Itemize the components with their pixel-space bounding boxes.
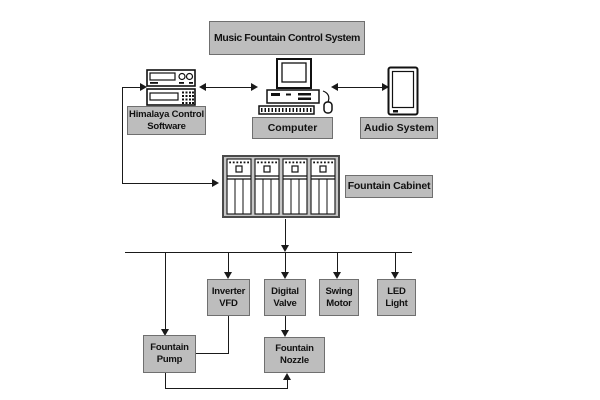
node-audio-system: Audio System xyxy=(360,117,438,139)
node-fountain-nozzle: Fountain Nozzle xyxy=(264,337,325,373)
speaker-icon xyxy=(387,66,419,121)
arrowhead-into-cabinet xyxy=(212,179,219,187)
arrowhead-into-bus xyxy=(281,245,289,252)
node-himalaya-software: Himalaya Control Software xyxy=(127,106,206,135)
drop-to-valve xyxy=(285,252,287,273)
node-label-led-light: LED Light xyxy=(385,285,408,309)
arrowhead-into-inverter xyxy=(224,272,232,279)
connector-vfd-to-pump xyxy=(196,353,229,355)
connector-computer-audio xyxy=(337,87,382,89)
connector-vfd-down xyxy=(228,315,230,354)
desktop-computer-icon xyxy=(256,58,336,121)
rack-controller-icon xyxy=(146,69,196,111)
connector-pump-down xyxy=(165,373,167,389)
distribution-bus-line xyxy=(125,252,412,254)
arrowhead-to-computer xyxy=(251,83,258,91)
connector-himalaya-computer xyxy=(205,87,251,89)
node-label-inverter-vfd: Inverter VFD xyxy=(211,285,246,309)
node-label-himalaya-software: Himalaya Control Software xyxy=(129,108,204,132)
arrowhead-into-nozzle-top xyxy=(281,330,289,337)
node-label-fountain-cabinet: Fountain Cabinet xyxy=(347,180,431,193)
arrowhead-to-computer-2 xyxy=(331,83,338,91)
drop-to-swing xyxy=(337,252,339,273)
node-label-swing-motor: Swing Motor xyxy=(325,285,353,309)
connector-branch-vertical xyxy=(122,87,124,184)
node-digital-valve: Digital Valve xyxy=(264,279,306,316)
connector-cabinet-to-bus xyxy=(285,219,287,246)
drop-to-pump xyxy=(165,252,167,329)
node-led-light: LED Light xyxy=(377,279,416,316)
node-fountain-cabinet: Fountain Cabinet xyxy=(345,175,433,198)
node-inverter-vfd: Inverter VFD xyxy=(207,279,250,316)
node-swing-motor: Swing Motor xyxy=(319,279,359,316)
connector-branch-to-himalaya xyxy=(122,87,142,89)
drop-to-led xyxy=(395,252,397,273)
connector-branch-to-cabinet xyxy=(122,183,213,185)
drop-to-inverter xyxy=(228,252,230,273)
arrowhead-to-himalaya xyxy=(199,83,206,91)
diagram-title: Music Fountain Control System xyxy=(214,31,360,44)
node-label-computer: Computer xyxy=(267,121,318,134)
arrowhead-into-led xyxy=(391,272,399,279)
node-label-fountain-nozzle: Fountain Nozzle xyxy=(275,343,314,366)
node-computer: Computer xyxy=(252,117,333,139)
arrowhead-into-swing xyxy=(333,272,341,279)
arrowhead-into-himalaya xyxy=(140,83,147,91)
connector-up-to-nozzle xyxy=(287,379,289,389)
arrowhead-into-valve xyxy=(281,272,289,279)
connector-valve-nozzle xyxy=(285,316,287,331)
arrowhead-into-pump xyxy=(161,329,169,336)
diagram-title-box: Music Fountain Control System xyxy=(209,21,365,55)
connector-pump-across xyxy=(165,388,288,390)
control-cabinet-icon xyxy=(222,155,340,223)
node-label-fountain-pump: Fountain Pump xyxy=(150,342,189,365)
arrowhead-to-audio xyxy=(382,83,389,91)
node-label-audio-system: Audio System xyxy=(363,121,434,134)
node-fountain-pump: Fountain Pump xyxy=(143,335,196,373)
arrowhead-into-nozzle-bottom xyxy=(283,373,291,380)
node-label-digital-valve: Digital Valve xyxy=(271,285,299,309)
